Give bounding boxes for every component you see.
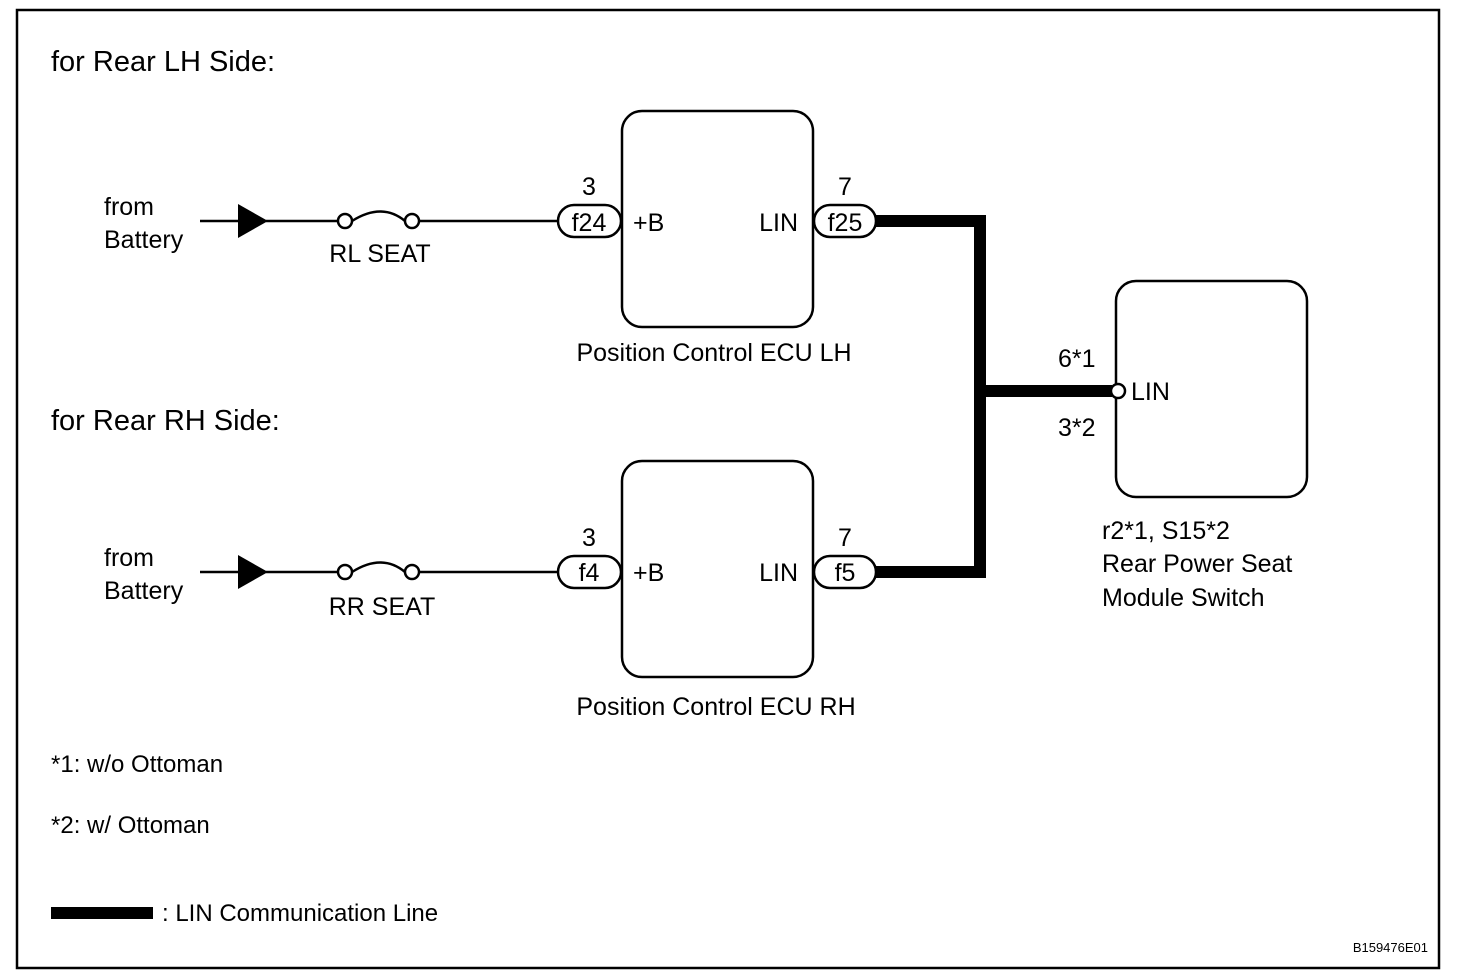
rh-pin-lin-label: LIN [759,559,798,587]
lh-connector-lin-id: f25 [828,209,863,237]
lh-source-label-line1: from [104,193,154,221]
lh-ecu-name: Position Control ECU LH [576,339,851,367]
rh-connector-lin-id: f5 [835,559,856,587]
lh-source-label-line2: Battery [104,226,184,254]
figure-code: B159476E01 [1353,940,1428,955]
rh-fuse-icon [336,561,421,581]
legend: : LIN Communication Line [51,900,438,927]
rh-pin-b-number: 3 [582,524,596,552]
rh-source-arrow-icon [238,555,268,589]
lh-pin-lin-number: 7 [838,173,852,201]
rh-source-label-line2: Battery [104,577,184,605]
switch-name-line1: Rear Power Seat [1102,550,1292,578]
switch-name-line2: Module Switch [1102,584,1265,612]
rh-circuit: from Battery RR SEAT f4 3 +B LIN f5 7 Po… [104,459,878,721]
note-1: *1: w/o Ottoman [51,751,223,778]
rh-fuse-label: RR SEAT [329,593,436,621]
lin-bus [876,215,1112,578]
lh-fuse-icon [336,210,421,230]
lh-pin-b-number: 3 [582,173,596,201]
rh-ecu-name: Position Control ECU RH [576,693,855,721]
lh-circuit: from Battery RL SEAT f24 3 +B LIN f25 7 … [104,109,878,367]
rh-pin-b-label: +B [633,559,664,587]
section-rh-title: for Rear RH Side: [51,405,280,437]
rh-source-label-line1: from [104,544,154,572]
lh-connector-b-id: f24 [572,209,607,237]
switch-pin-number-1: 6*1 [1058,345,1096,373]
lh-fuse-label: RL SEAT [329,240,430,268]
lh-connector-b [556,203,623,239]
legend-label: : LIN Communication Line [162,900,438,927]
switch-connector-id: r2*1, S15*2 [1102,517,1230,545]
switch-pin-number-2: 3*2 [1058,414,1096,442]
lh-source-arrow-icon [238,204,268,238]
note-2: *2: w/ Ottoman [51,812,210,839]
switch-terminal [1109,382,1127,400]
lh-pin-lin-label: LIN [759,209,798,237]
rh-connector-b [556,554,623,590]
lh-pin-b-label: +B [633,209,664,237]
rh-connector-b-id: f4 [579,559,600,587]
rear-power-seat-switch: LIN 6*1 3*2 r2*1, S15*2 Rear Power Seat … [1058,279,1309,612]
section-lh-title: for Rear LH Side: [51,46,275,78]
switch-pin-label: LIN [1131,378,1170,406]
rh-pin-lin-number: 7 [838,524,852,552]
